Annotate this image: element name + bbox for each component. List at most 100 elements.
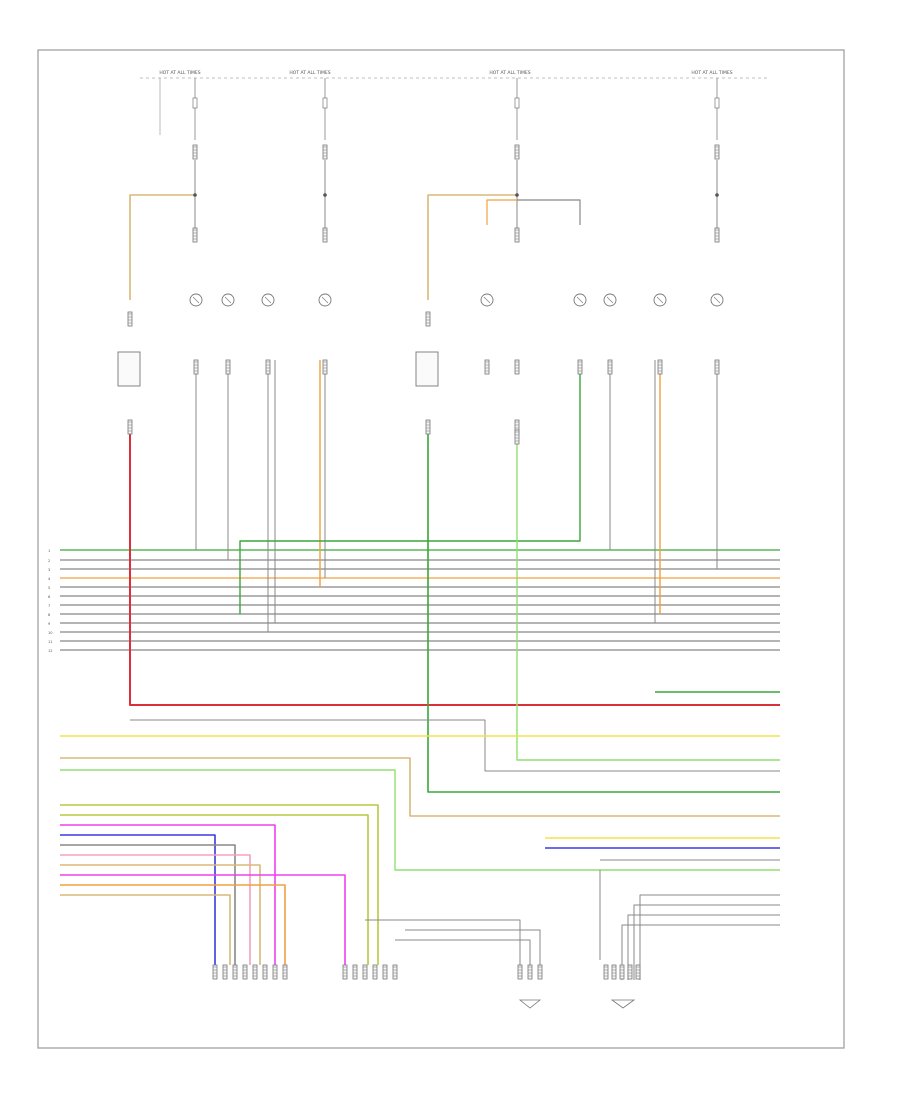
center-output: [516, 444, 780, 761]
relay-right: [415, 351, 439, 387]
g2-connector: [619, 964, 625, 980]
bottom-connector: [372, 964, 378, 980]
splice-dot: [323, 193, 327, 197]
ground-bus-line: [627, 914, 780, 980]
lamp-connector: [607, 359, 613, 375]
lower-harness-wire: [60, 864, 261, 965]
bottom-connector: [362, 964, 368, 980]
g2-connector: [611, 964, 617, 980]
bulb-filament: [713, 296, 721, 304]
bottom-connector: [232, 964, 238, 980]
fuse-icon: [322, 97, 328, 109]
hot-feed-label: HOT AT ALL TIMES: [691, 70, 732, 76]
lamp-connector: [657, 359, 663, 375]
splice-dot: [193, 193, 197, 197]
ground-icon-2: [610, 999, 636, 1009]
lamp-connector: [577, 359, 583, 375]
label-layer: HOT AT ALL TIMES HOT AT ALL TIMES HOT AT A…: [48, 70, 733, 653]
center-branch-right: [517, 199, 581, 225]
bottom-connector: [352, 964, 358, 980]
bulb-filament: [483, 296, 491, 304]
lower-connector: [425, 419, 431, 435]
lower-harness-wire: [60, 844, 236, 965]
lamp-connector: [484, 359, 490, 375]
ground-bus-line: [621, 924, 780, 980]
ground-icon: [518, 999, 542, 1009]
lower-harness-wire: [60, 874, 346, 965]
lower-harness-wire: [60, 834, 216, 965]
left-pin-number: 3: [48, 568, 50, 572]
g2-connector: [627, 964, 633, 980]
component-layer: [117, 77, 770, 1009]
g2-connector: [635, 964, 641, 980]
bottom-connector: [242, 964, 248, 980]
relay-left-connector: [127, 311, 133, 327]
feed-connector-lower: [514, 227, 520, 243]
ground-bus-line: [639, 894, 780, 980]
splice-dot: [515, 193, 519, 197]
g1-wire-c: [365, 919, 521, 965]
lower-harness-wire: [60, 854, 251, 965]
ground-bus-line: [633, 904, 780, 980]
left-pin-number: 8: [48, 613, 51, 617]
bottom-connector: [262, 964, 268, 980]
lamp-connector: [514, 359, 520, 375]
bulb-filament: [264, 296, 272, 304]
center-lower-connector: [514, 429, 520, 445]
left-pin-number: 2: [48, 559, 50, 563]
feed-connector: [192, 144, 198, 160]
lamp-connector: [225, 359, 231, 375]
lower-harness-wire: [60, 814, 369, 965]
lamp-connector: [322, 359, 328, 375]
left-pin-number: 7: [48, 604, 50, 608]
lamp-connector: [265, 359, 271, 375]
hot-feed-label: HOT AT ALL TIMES: [159, 70, 200, 76]
feed-connector: [714, 144, 720, 160]
left-pin-number: 1: [48, 549, 50, 553]
bulb-filament: [656, 296, 664, 304]
left-pin-number: 11: [48, 640, 53, 644]
bottom-connector: [252, 964, 258, 980]
left-pin-number: 5: [48, 586, 50, 590]
g1-wire-b: [405, 929, 541, 965]
left-pin-number: 9: [48, 622, 51, 626]
bottom-connector: [222, 964, 228, 980]
g1-connector: [537, 964, 543, 980]
fuse-icon: [192, 97, 198, 109]
bottom-connector: [272, 964, 278, 980]
bottom-connector: [382, 964, 388, 980]
splice-dot: [715, 193, 719, 197]
relay-right-connector: [425, 311, 431, 327]
drop-6: [239, 374, 581, 614]
left-pin-number: 6: [48, 595, 51, 599]
tan-bus: [60, 757, 780, 817]
bottom-connector: [212, 964, 218, 980]
center-branch-left: [486, 199, 517, 225]
fuse-icon: [514, 97, 520, 109]
feed-connector: [514, 144, 520, 160]
fuse-icon: [714, 97, 720, 109]
left-pin-number: 12: [48, 649, 53, 653]
left-pin-number: 4: [48, 577, 51, 581]
lower-connector: [127, 419, 133, 435]
relay-left: [117, 351, 141, 387]
bulb-filament: [606, 296, 614, 304]
relay-feed-left: [129, 194, 195, 300]
feed-connector-lower: [192, 227, 198, 243]
relay-left-return: [130, 719, 780, 772]
lower-harness-wire: [60, 824, 276, 965]
bulb-filament: [576, 296, 584, 304]
relay-right-output: [427, 434, 780, 793]
bottom-connector: [392, 964, 398, 980]
bottom-connector: [282, 964, 288, 980]
hot-feed-label: HOT AT ALL TIMES: [489, 70, 530, 76]
relay-feed-right: [427, 194, 517, 300]
left-pin-number: 10: [48, 631, 53, 635]
feed-connector-lower: [322, 227, 328, 243]
lamp-connector: [193, 359, 199, 375]
lamp-connector: [714, 359, 720, 375]
g1-connector: [517, 964, 523, 980]
bulb-filament: [192, 296, 200, 304]
